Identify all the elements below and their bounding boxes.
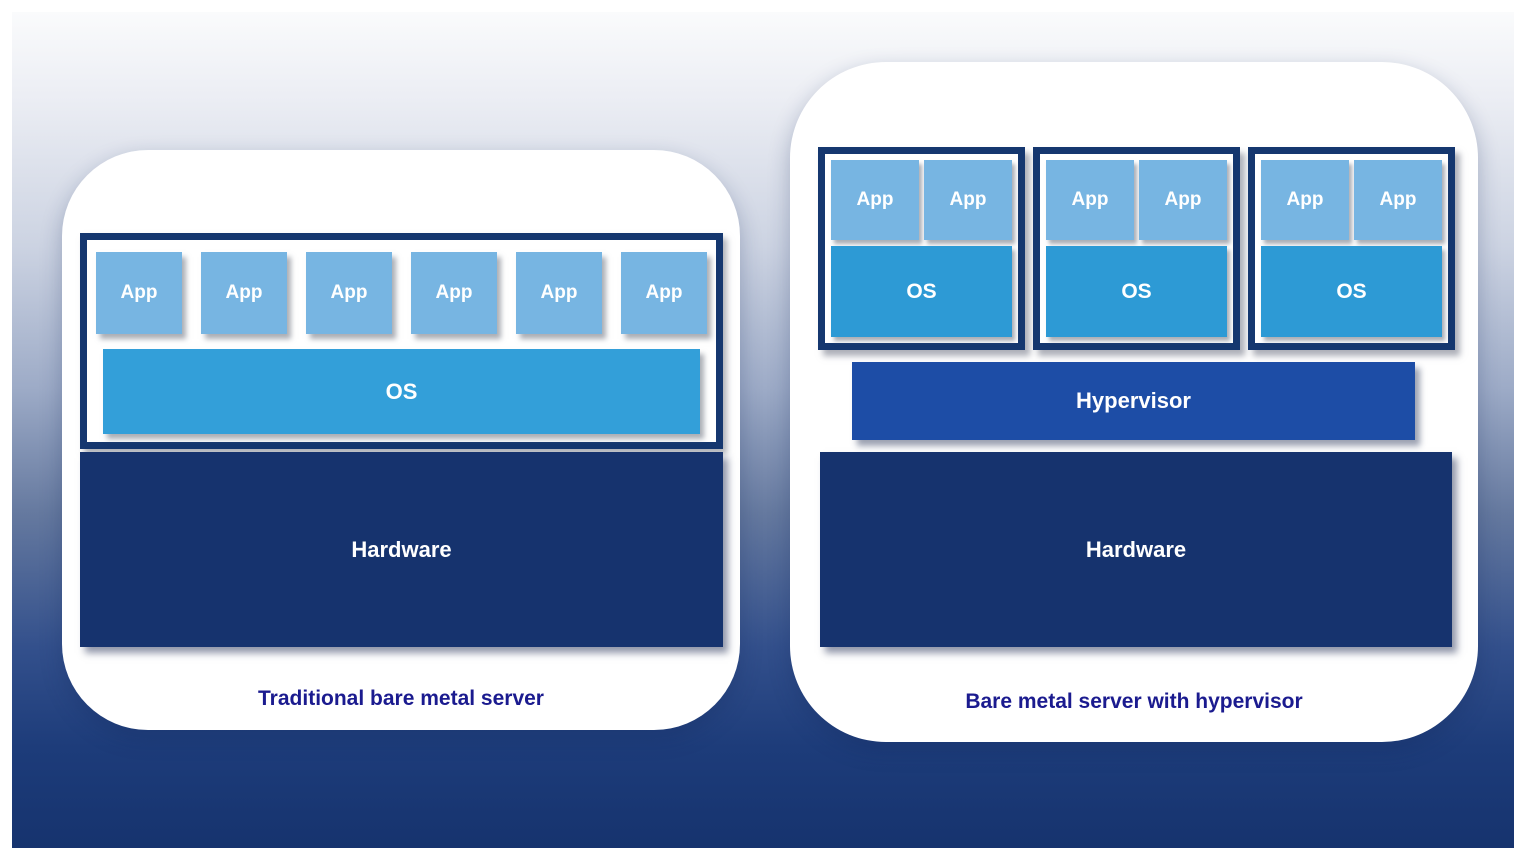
app-box: App: [621, 252, 707, 334]
os-label: OS: [906, 279, 937, 303]
app-label: App: [1379, 189, 1417, 210]
hardware-box: Hardware: [820, 452, 1452, 647]
vm-apps-row: App App: [831, 160, 1012, 240]
app-box: App: [411, 252, 497, 334]
hypervisor-server-card: App App OS App App OS App App OS: [790, 62, 1478, 742]
hypervisor-label: Hypervisor: [1076, 388, 1191, 413]
hardware-label: Hardware: [351, 536, 452, 562]
app-label: App: [1164, 189, 1202, 210]
app-os-container: App App App App App App OS: [80, 233, 723, 449]
app-label: App: [225, 282, 263, 303]
os-label: OS: [385, 378, 418, 404]
app-box: App: [1354, 160, 1442, 240]
app-label: App: [120, 282, 158, 303]
app-label: App: [435, 282, 473, 303]
os-bar: OS: [103, 349, 700, 434]
os-label: OS: [1336, 279, 1367, 303]
app-label: App: [330, 282, 368, 303]
app-box: App: [1139, 160, 1227, 240]
app-label: App: [540, 282, 578, 303]
vm-box: App App OS: [1033, 147, 1240, 350]
os-bar: OS: [1261, 246, 1442, 337]
traditional-server-card: App App App App App App OS Hardware Trad…: [62, 150, 740, 730]
app-box: App: [201, 252, 287, 334]
app-label: App: [949, 189, 987, 210]
vm-apps-row: App App: [1261, 160, 1442, 240]
hardware-label: Hardware: [1085, 536, 1187, 562]
app-box: App: [924, 160, 1012, 240]
app-box: App: [1261, 160, 1349, 240]
os-bar: OS: [831, 246, 1012, 337]
hardware-box: Hardware: [80, 452, 723, 647]
app-box: App: [96, 252, 182, 334]
vm-apps-row: App App: [1046, 160, 1227, 240]
apps-row: App App App App App App: [96, 252, 707, 334]
app-box: App: [831, 160, 919, 240]
gradient-background: App App App App App App OS Hardware Trad…: [12, 12, 1514, 848]
vm-box: App App OS: [1248, 147, 1455, 350]
vm-box: App App OS: [818, 147, 1025, 350]
app-label: App: [1286, 189, 1324, 210]
app-label: App: [645, 282, 683, 303]
panel-caption: Bare metal server with hypervisor: [965, 690, 1303, 713]
app-label: App: [1071, 189, 1109, 210]
app-label: App: [856, 189, 894, 210]
app-box: App: [516, 252, 602, 334]
app-box: App: [1046, 160, 1134, 240]
os-bar: OS: [1046, 246, 1227, 337]
panel-caption: Traditional bare metal server: [258, 687, 544, 710]
os-label: OS: [1121, 279, 1152, 303]
hypervisor-bar: Hypervisor: [852, 362, 1415, 440]
app-box: App: [306, 252, 392, 334]
vm-row: App App OS App App OS App App OS: [818, 147, 1455, 350]
